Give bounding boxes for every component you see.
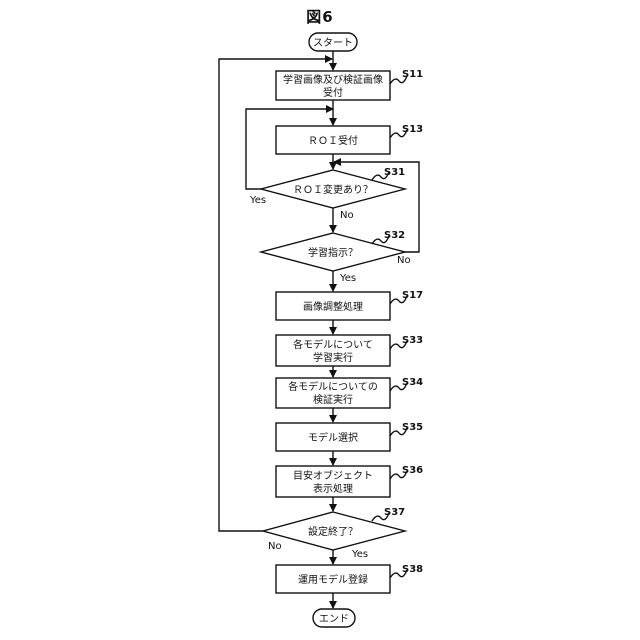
s17-text: 画像調整処理 bbox=[303, 300, 363, 313]
s32-step-label: S32 bbox=[384, 230, 405, 241]
s36-line1: 目安オブジェクト bbox=[293, 469, 373, 482]
s37-step-label: S37 bbox=[384, 507, 405, 518]
s31-yes-label: Yes bbox=[249, 195, 266, 206]
end-label: エンド bbox=[319, 614, 349, 625]
s34-line2: 検証実行 bbox=[313, 393, 353, 406]
s35-text: モデル選択 bbox=[308, 431, 358, 444]
s31-no-label: No bbox=[340, 210, 354, 221]
s13-text: ＲＯＩ受付 bbox=[308, 134, 358, 147]
s17-step-label: S17 bbox=[402, 290, 423, 301]
s34-step-label: S34 bbox=[402, 377, 423, 388]
s11-step-label: S11 bbox=[402, 69, 423, 80]
s13-step-label: S13 bbox=[402, 124, 423, 135]
s38-text: 運用モデル登録 bbox=[298, 573, 368, 586]
s32-no-label: No bbox=[397, 255, 411, 266]
s32-text: 学習指示？ bbox=[308, 246, 358, 259]
s33-step-label: S33 bbox=[402, 335, 423, 346]
s11-line2: 受付 bbox=[323, 86, 343, 99]
s33-line1: 各モデルについて bbox=[293, 338, 373, 351]
s37-text: 設定終了？ bbox=[308, 525, 358, 538]
s32-yes-label: Yes bbox=[339, 273, 356, 284]
s38-step-label: S38 bbox=[402, 564, 423, 575]
s33-line2: 学習実行 bbox=[313, 351, 353, 364]
s37-no-label: No bbox=[268, 541, 282, 552]
s36-step-label: S36 bbox=[402, 465, 423, 476]
s35-step-label: S35 bbox=[402, 422, 423, 433]
s37-yes-label: Yes bbox=[351, 549, 368, 560]
s11-line1: 学習画像及び検証画像 bbox=[283, 73, 383, 86]
start-label: スタート bbox=[313, 37, 353, 49]
s34-line1: 各モデルについての bbox=[288, 380, 378, 393]
s31-text: ＲＯＩ変更あり？ bbox=[293, 183, 373, 196]
s31-step-label: S31 bbox=[384, 167, 405, 178]
s36-line2: 表示処理 bbox=[313, 482, 353, 495]
